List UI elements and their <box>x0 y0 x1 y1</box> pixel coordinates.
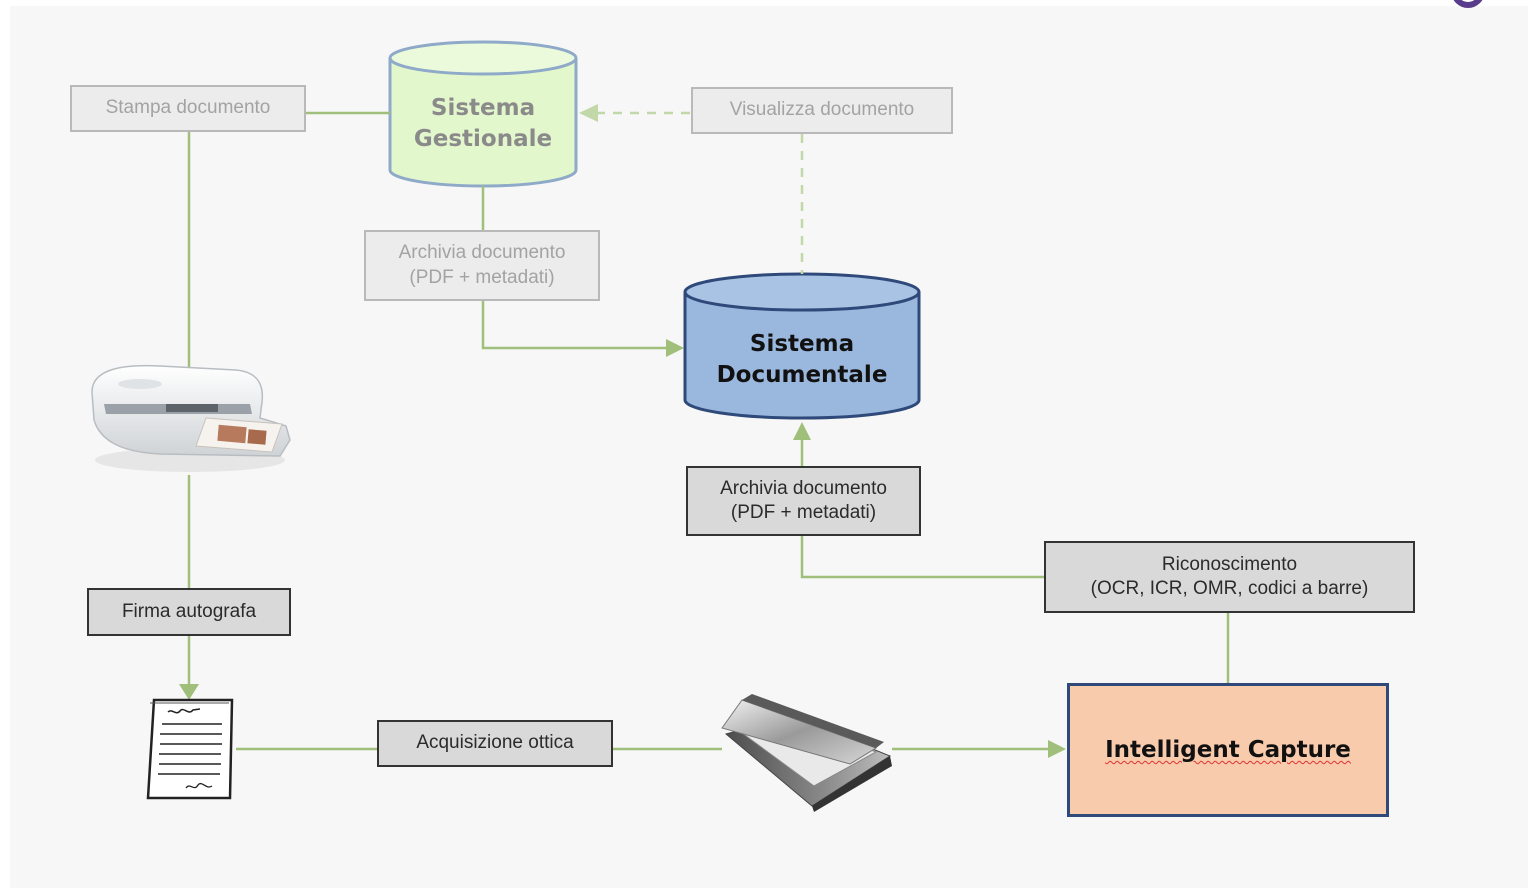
riconoscimento-box: Riconoscimento (OCR, ICR, OMR, codici a … <box>1044 541 1415 613</box>
intelligent-capture-box: Intelligent Capture <box>1067 683 1389 817</box>
acquisizione-ottica-label: Acquisizione ottica <box>416 732 574 754</box>
archivia-documento-bottom-label: Archivia documento (PDF + metadati) <box>720 477 887 523</box>
arrowhead-up-documentale <box>793 422 811 440</box>
connector-archivia-documentale <box>481 301 667 350</box>
archivia-documento-top-label: Archivia documento (PDF + metadati) <box>398 242 566 288</box>
arrowhead-to-capture <box>1048 740 1066 758</box>
flatbed-scanner-icon <box>721 694 892 812</box>
visualizza-documento-box: Visualizza documento <box>691 87 953 134</box>
printer-icon <box>91 364 291 472</box>
archivia-documento-bottom-box: Archivia documento (PDF + metadati) <box>686 466 921 536</box>
signed-document-icon <box>146 698 234 800</box>
arrowhead-to-document <box>179 684 199 700</box>
sistema-documentale-cylinder <box>683 272 921 420</box>
connector-riconoscimento-archivia <box>800 536 1044 579</box>
riconoscimento-label: Riconoscimento (OCR, ICR, OMR, codici a … <box>1090 553 1369 599</box>
firma-autografa-box: Firma autografa <box>87 588 291 636</box>
sistema-gestionale-cylinder <box>388 40 578 188</box>
stampa-documento-box: Stampa documento <box>70 85 306 132</box>
arrowhead-to-documentale <box>666 339 684 357</box>
arrowhead-to-gestionale <box>579 104 598 122</box>
archivia-documento-top-box: Archivia documento (PDF + metadati) <box>364 230 600 301</box>
firma-autografa-label: Firma autografa <box>121 600 257 622</box>
acquisizione-ottica-box: Acquisizione ottica <box>377 720 613 767</box>
sistema-documentale-label: Sistema Documentale <box>716 330 888 388</box>
sistema-gestionale-label: Sistema Gestionale <box>413 94 553 152</box>
intelligent-capture-label: Intelligent Capture <box>1105 737 1351 763</box>
stampa-documento-label: Stampa documento <box>105 97 271 119</box>
visualizza-documento-label: Visualizza documento <box>729 99 915 121</box>
